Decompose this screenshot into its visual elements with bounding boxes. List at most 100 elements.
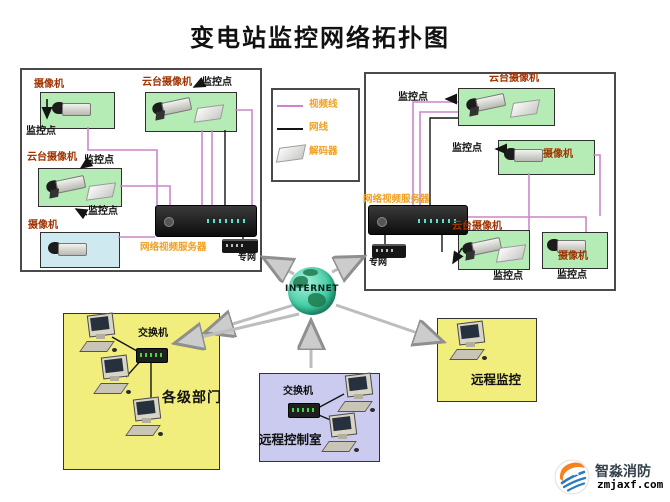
monitor-stand [466,342,475,347]
label-video-server: 网络视频服务器 [140,242,207,253]
right-station-panel [364,72,616,291]
label-departments: 各级部门 [162,390,222,406]
label-monitor-point: 监控点 [88,206,118,217]
label-private-net: 专网 [369,258,388,268]
server-logo [377,217,387,227]
mouse-icon [370,408,375,412]
mouse-icon [158,432,163,436]
switch-leds [140,353,162,357]
camera-icon [547,237,586,253]
camera-lens-icon [504,148,517,160]
label-camera: 摄像机 [34,79,64,90]
camera-lens-icon [547,239,560,251]
video-server-icon [368,205,468,235]
legend-net-line-sample [277,128,303,130]
vendor-company-name: 智淼消防 [595,464,651,480]
monitor-screen [460,324,480,340]
camera-body [62,103,91,116]
page-title: 变电站监控网络拓扑图 [190,23,450,52]
vendor-domain: zmjaxf.com [597,478,664,491]
globe-land [303,269,318,276]
label-ptz-camera: 云台摄像机 [452,221,502,232]
left-station-panel [20,68,262,272]
monitor-screen [136,400,156,416]
modem-icon [222,239,258,253]
monitor-screen [332,416,352,432]
keyboard-icon [93,383,129,394]
legend-panel [271,88,360,182]
monitor-screen [90,316,110,332]
label-remote-monitor: 远程监控 [471,372,522,387]
computer-icon [337,372,376,418]
label-monitor-point: 监控点 [202,77,232,88]
vendor-logo-icon [554,459,590,495]
computer-icon [321,412,360,458]
mouse-icon [354,448,359,452]
label-monitor-point: 监控点 [452,143,482,154]
computer-icon [93,354,132,400]
mouse-icon [112,348,117,352]
switch-leds [292,408,314,412]
monitor-screen [348,376,368,392]
mouse-icon [126,390,131,394]
camera-icon [48,240,87,256]
camera-lens-icon [48,242,61,254]
mouse-icon [482,356,487,360]
monitor-stand [338,434,347,439]
label-ptz-camera: 云台摄像机 [489,73,539,84]
monitor-screen [104,358,124,374]
camera-icon [52,100,91,116]
camera-lens-icon [52,102,65,114]
label-camera: 摄像机 [558,251,588,262]
camera-body [557,240,586,253]
label-switch: 交换机 [138,328,168,339]
keyboard-icon [125,425,161,436]
keyboard-icon [337,401,373,412]
camera-icon [504,146,543,162]
keyboard-icon [449,349,485,360]
switch-icon [288,403,320,418]
label-remote-control-room: 远程控制室 [259,432,322,447]
server-leds [207,219,249,223]
keyboard-icon [321,441,357,452]
label-monitor-point: 监控点 [398,92,428,103]
switch-icon [136,348,168,363]
camera-body [58,243,87,256]
computer-icon [79,312,118,358]
legend-net-line-label: 网线 [309,122,329,133]
keyboard-icon [79,341,115,352]
internet-globe-icon: INTERNET [285,267,338,315]
label-monitor-point: 监控点 [493,271,523,282]
legend-decoder-label: 解码器 [309,146,338,157]
internet-label: INTERNET [285,284,339,294]
label-ptz-camera: 云台摄像机 [142,77,192,88]
label-video-server: 网络视频服务器 [363,194,430,205]
computer-icon [449,320,488,366]
camera-body [514,149,543,162]
modem-leds [376,249,396,252]
monitor-stand [110,376,119,381]
computer-icon [125,396,164,442]
label-monitor-point: 监控点 [557,270,587,281]
legend-video-line-sample [277,105,303,107]
label-monitor-point: 监控点 [26,126,56,137]
label-private-net: 专网 [238,253,257,263]
monitor-stand [96,334,105,339]
label-camera: 摄像机 [28,220,58,231]
globe-land [308,293,326,307]
legend-video-line-label: 视频线 [309,99,338,110]
server-logo [164,217,174,227]
monitor-stand [142,418,151,423]
monitor-stand [354,394,363,399]
modem-icon [372,244,406,258]
remote-monitor-box [437,318,537,402]
modem-leds [226,244,246,247]
vendor-logo: 智淼消防 zmjaxf.com [552,457,667,499]
server-leds [418,219,460,223]
label-ptz-camera: 云台摄像机 [27,152,77,163]
label-monitor-point: 监控点 [84,155,114,166]
label-switch: 交换机 [283,386,313,397]
label-camera: 摄像机 [543,149,573,160]
